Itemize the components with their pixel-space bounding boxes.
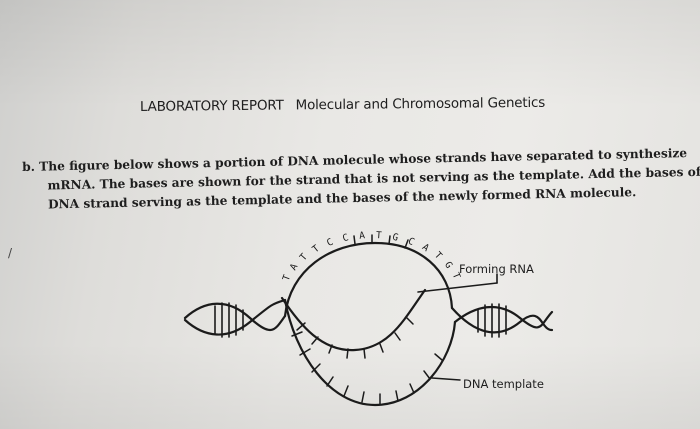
forming-rna-pointer: [417, 282, 498, 293]
right-helix-strand-b: [450, 306, 554, 334]
right-helix-strand-a: [453, 305, 554, 329]
base-letter: A: [359, 230, 366, 242]
base-letter: C: [406, 236, 416, 248]
bottom-template-strand: [283, 298, 457, 407]
dna-template-pointer: [431, 377, 461, 381]
forming-rna-label: Forming RNA: [459, 262, 534, 276]
base-letter: T: [281, 273, 293, 282]
base-letter: T: [310, 243, 322, 255]
base-letter: T: [298, 251, 310, 263]
bottom-strand-ticks: [291, 331, 443, 405]
base-letter: G: [391, 232, 400, 244]
margin-mark: /: [8, 246, 13, 260]
left-helix-strand-a: [183, 302, 287, 331]
dna-template-label: DNA template: [463, 377, 544, 391]
base-letter: T: [450, 271, 462, 281]
right-helix-rungs: [477, 303, 507, 338]
forming-rna-strand: [280, 288, 427, 352]
top-template-strand: [283, 241, 454, 318]
base-letter: C: [325, 237, 335, 249]
base-letter: G: [442, 260, 454, 271]
base-letter: T: [432, 250, 444, 262]
left-helix-rungs: [214, 302, 244, 338]
top-strand-ticks: [353, 234, 409, 249]
base-letter: T: [376, 230, 383, 241]
rna-strand-ticks: [296, 317, 414, 359]
left-helix-strand-b: [183, 298, 287, 336]
base-letter: A: [420, 242, 431, 254]
base-letter: A: [288, 262, 301, 273]
base-letter: C: [341, 232, 350, 244]
